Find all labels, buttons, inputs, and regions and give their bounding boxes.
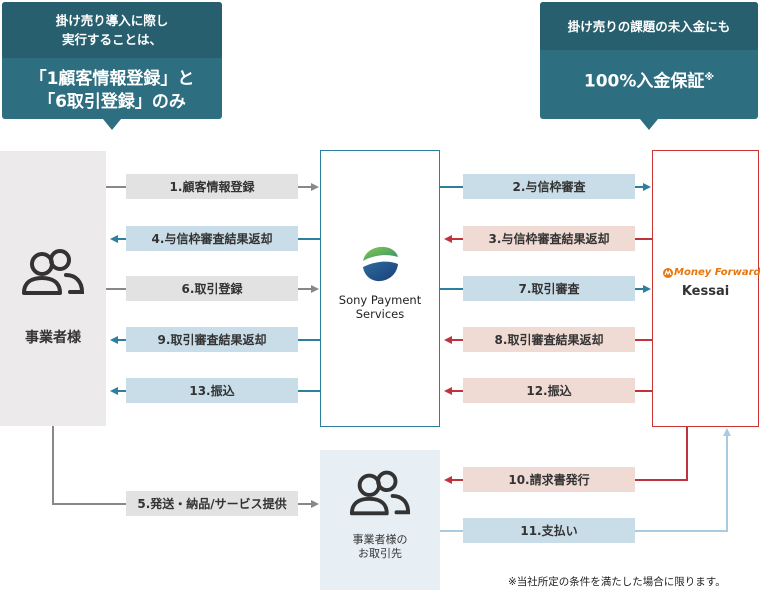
mf-name-line2: Kessai bbox=[681, 284, 730, 299]
arrow-5-line-h bbox=[52, 503, 126, 505]
arrow-10-line-h bbox=[635, 479, 688, 481]
step-4-label: 4.与信枠審査結果返却 bbox=[126, 226, 298, 251]
callout-left-tail bbox=[103, 119, 121, 130]
customer-label-line1: 事業者様の bbox=[352, 533, 408, 546]
arrow-6-line-2 bbox=[298, 288, 312, 290]
merchant-box: 事業者様 bbox=[0, 151, 106, 426]
arrow-3-line-2 bbox=[635, 238, 652, 240]
step-10-label: 10.請求書発行 bbox=[463, 467, 635, 492]
callout-right-main-text: 100%入金保証 bbox=[583, 71, 705, 92]
sps-box: Sony Payment Services bbox=[320, 150, 440, 427]
arrow-4-line-2 bbox=[298, 238, 320, 240]
arrow-13-head bbox=[110, 386, 118, 395]
sps-name-line1: Sony Payment bbox=[338, 293, 422, 307]
step-2-label: 2.与信枠審査 bbox=[463, 174, 635, 199]
footnote: ※当社所定の条件を満たした場合に限ります。 bbox=[508, 576, 726, 588]
arrow-8-head bbox=[444, 335, 452, 344]
arrow-9-line bbox=[117, 339, 126, 341]
arrow-11-line bbox=[440, 530, 463, 532]
arrow-6-head bbox=[311, 284, 319, 293]
arrow-4-line bbox=[117, 238, 126, 240]
arrow-4-head bbox=[110, 234, 118, 243]
callout-right-main-mark: ※ bbox=[704, 72, 715, 83]
arrow-5-line-2 bbox=[298, 503, 312, 505]
mf-name-line1: Money Forward bbox=[674, 267, 760, 278]
arrow-11-line-v bbox=[726, 435, 728, 532]
customer-label-line2: お取引先 bbox=[358, 547, 402, 560]
arrow-10-line-2 bbox=[451, 479, 463, 481]
arrow-5-head bbox=[311, 499, 319, 508]
arrow-7-line bbox=[440, 288, 463, 290]
step-8-label: 8.取引審査結果返却 bbox=[463, 327, 635, 352]
sps-logo bbox=[363, 246, 398, 282]
arrow-3-line bbox=[451, 238, 463, 240]
arrow-13-line-2 bbox=[298, 390, 320, 392]
arrow-11-line-h bbox=[635, 530, 728, 532]
arrow-9-head bbox=[110, 335, 118, 344]
step-6-label: 6.取引登録 bbox=[126, 276, 298, 301]
callout-right: 掛け売りの課題の未入金にも 100%入金保証※ bbox=[540, 2, 758, 119]
callout-left-main-line1: 「1顧客情報登録」と bbox=[29, 69, 195, 89]
step-13-label: 13.振込 bbox=[126, 378, 298, 403]
arrow-10-line-v bbox=[686, 427, 688, 481]
callout-left: 掛け売り導入に際し 実行することは、 「1顧客情報登録」と 「6取引登録」のみ bbox=[2, 2, 222, 119]
callout-right-tail bbox=[640, 119, 658, 130]
callout-left-main: 「1顧客情報登録」と 「6取引登録」のみ bbox=[2, 58, 222, 114]
arrow-5-line-v bbox=[52, 426, 54, 505]
step-3-label: 3.与信枠審査結果返却 bbox=[463, 226, 635, 251]
arrow-8-line-2 bbox=[635, 339, 652, 341]
callout-left-head-line2: 実行することは、 bbox=[61, 32, 162, 47]
arrow-2-head bbox=[643, 182, 651, 191]
step-12-label: 12.振込 bbox=[463, 378, 635, 403]
arrow-13-line bbox=[117, 390, 126, 392]
callout-right-main: 100%入金保証※ bbox=[540, 50, 758, 94]
callout-left-head: 掛け売り導入に際し 実行することは、 bbox=[2, 2, 222, 58]
arrow-2-line-2 bbox=[635, 186, 644, 188]
step-7-label: 7.取引審査 bbox=[463, 276, 635, 301]
customer-box: 事業者様の お取引先 bbox=[320, 450, 440, 590]
mf-box: Money Forward Kessai bbox=[652, 150, 760, 427]
arrow-6-line bbox=[106, 288, 126, 290]
step-11-label: 11.支払い bbox=[463, 518, 635, 543]
arrow-12-line-2 bbox=[635, 390, 652, 392]
step-1-label: 1.顧客情報登録 bbox=[126, 174, 298, 199]
arrow-1-line-2 bbox=[298, 186, 312, 188]
merchant-label: 事業者様 bbox=[25, 330, 81, 346]
arrow-9-line-2 bbox=[298, 339, 320, 341]
arrow-1-head bbox=[311, 182, 319, 191]
arrow-1-line bbox=[106, 186, 126, 188]
people-icon bbox=[349, 470, 411, 516]
arrow-2-line bbox=[440, 186, 463, 188]
money-forward-logo bbox=[663, 268, 673, 278]
step-9-label: 9.取引審査結果返却 bbox=[126, 327, 298, 352]
people-icon bbox=[22, 249, 85, 295]
arrow-12-line bbox=[451, 390, 463, 392]
callout-left-main-line2: 「6取引登録」のみ bbox=[38, 92, 186, 112]
callout-right-head-text: 掛け売りの課題の未入金にも bbox=[567, 19, 731, 34]
arrow-7-head bbox=[643, 284, 651, 293]
arrow-8-line bbox=[451, 339, 463, 341]
arrow-12-head bbox=[444, 386, 452, 395]
arrow-7-line-2 bbox=[635, 288, 644, 290]
callout-right-head: 掛け売りの課題の未入金にも bbox=[540, 2, 758, 50]
step-5-label: 5.発送・納品/サービス提供 bbox=[126, 491, 298, 516]
arrow-11-head bbox=[722, 428, 731, 436]
callout-left-head-line1: 掛け売り導入に際し bbox=[55, 13, 169, 28]
arrow-10-head bbox=[444, 475, 452, 484]
arrow-3-head bbox=[444, 234, 452, 243]
sps-name-line2: Services bbox=[355, 307, 405, 321]
